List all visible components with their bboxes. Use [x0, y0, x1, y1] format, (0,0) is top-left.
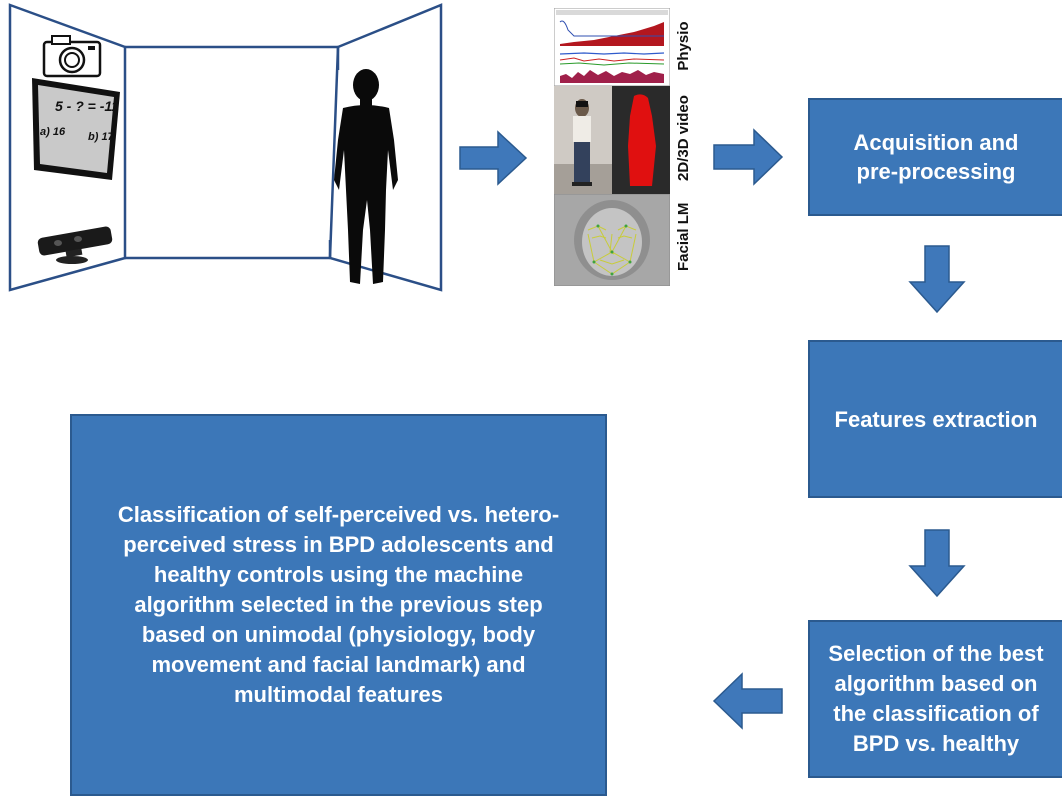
step-selection-line-1: Selection of the best [828, 641, 1044, 666]
physio-label: Physio [675, 21, 692, 71]
classification-line-3: healthy controls using the machine [153, 562, 524, 587]
step-acquisition-line-1: Acquisition and [853, 130, 1019, 155]
classification-line-4: algorithm selected in the previous step [134, 592, 543, 617]
video-label: 2D/3D video [675, 95, 692, 181]
step-acquisition-box: Acquisition and pre-processing [808, 98, 1062, 216]
screen-option-a: a) 16 [40, 126, 66, 138]
video-frames-image [554, 86, 670, 194]
step-features-box: Features extraction [808, 340, 1062, 498]
step-selection-line-2: algorithm based on [834, 671, 1038, 696]
step-features-line-1: Features extraction [834, 406, 1038, 432]
classification-line-2: perceived stress in BPD adolescents and [123, 532, 554, 557]
step-acquisition-line-2: pre-processing [856, 159, 1016, 184]
step-selection-line-4: BPD vs. healthy [852, 731, 1020, 756]
step-selection-box: Selection of the best algorithm based on… [808, 620, 1062, 778]
booth-right-panel [328, 3, 443, 292]
experiment-booth [8, 3, 443, 292]
screen-option-b: b) 17 [88, 131, 114, 143]
classification-line-7: multimodal features [233, 682, 444, 707]
arrow-right-2 [713, 128, 784, 186]
classification-line-1: Classification of self-perceived vs. het… [117, 502, 560, 527]
physio-signals-image [554, 8, 670, 86]
arrow-down-2 [908, 529, 966, 598]
facial-label: Facial LM [675, 202, 692, 271]
classification-box: Classification of self-perceived vs. het… [70, 414, 607, 796]
arrow-left [712, 672, 783, 730]
facial-landmarks-image [554, 194, 670, 286]
classification-line-5: based on unimodal (physiology, body [141, 622, 536, 647]
person-silhouette-icon [334, 69, 398, 284]
camera-icon [42, 35, 102, 78]
step-selection-line-3: the classification of [833, 701, 1039, 726]
screen-expression: 5 - ? = -11 [55, 98, 119, 114]
screen-icon [32, 78, 120, 180]
arrow-down-1 [908, 245, 966, 314]
arrow-right-1 [459, 130, 528, 186]
kinect-sensor-icon [37, 226, 113, 264]
classification-line-6: movement and facial landmark) and [151, 652, 526, 677]
